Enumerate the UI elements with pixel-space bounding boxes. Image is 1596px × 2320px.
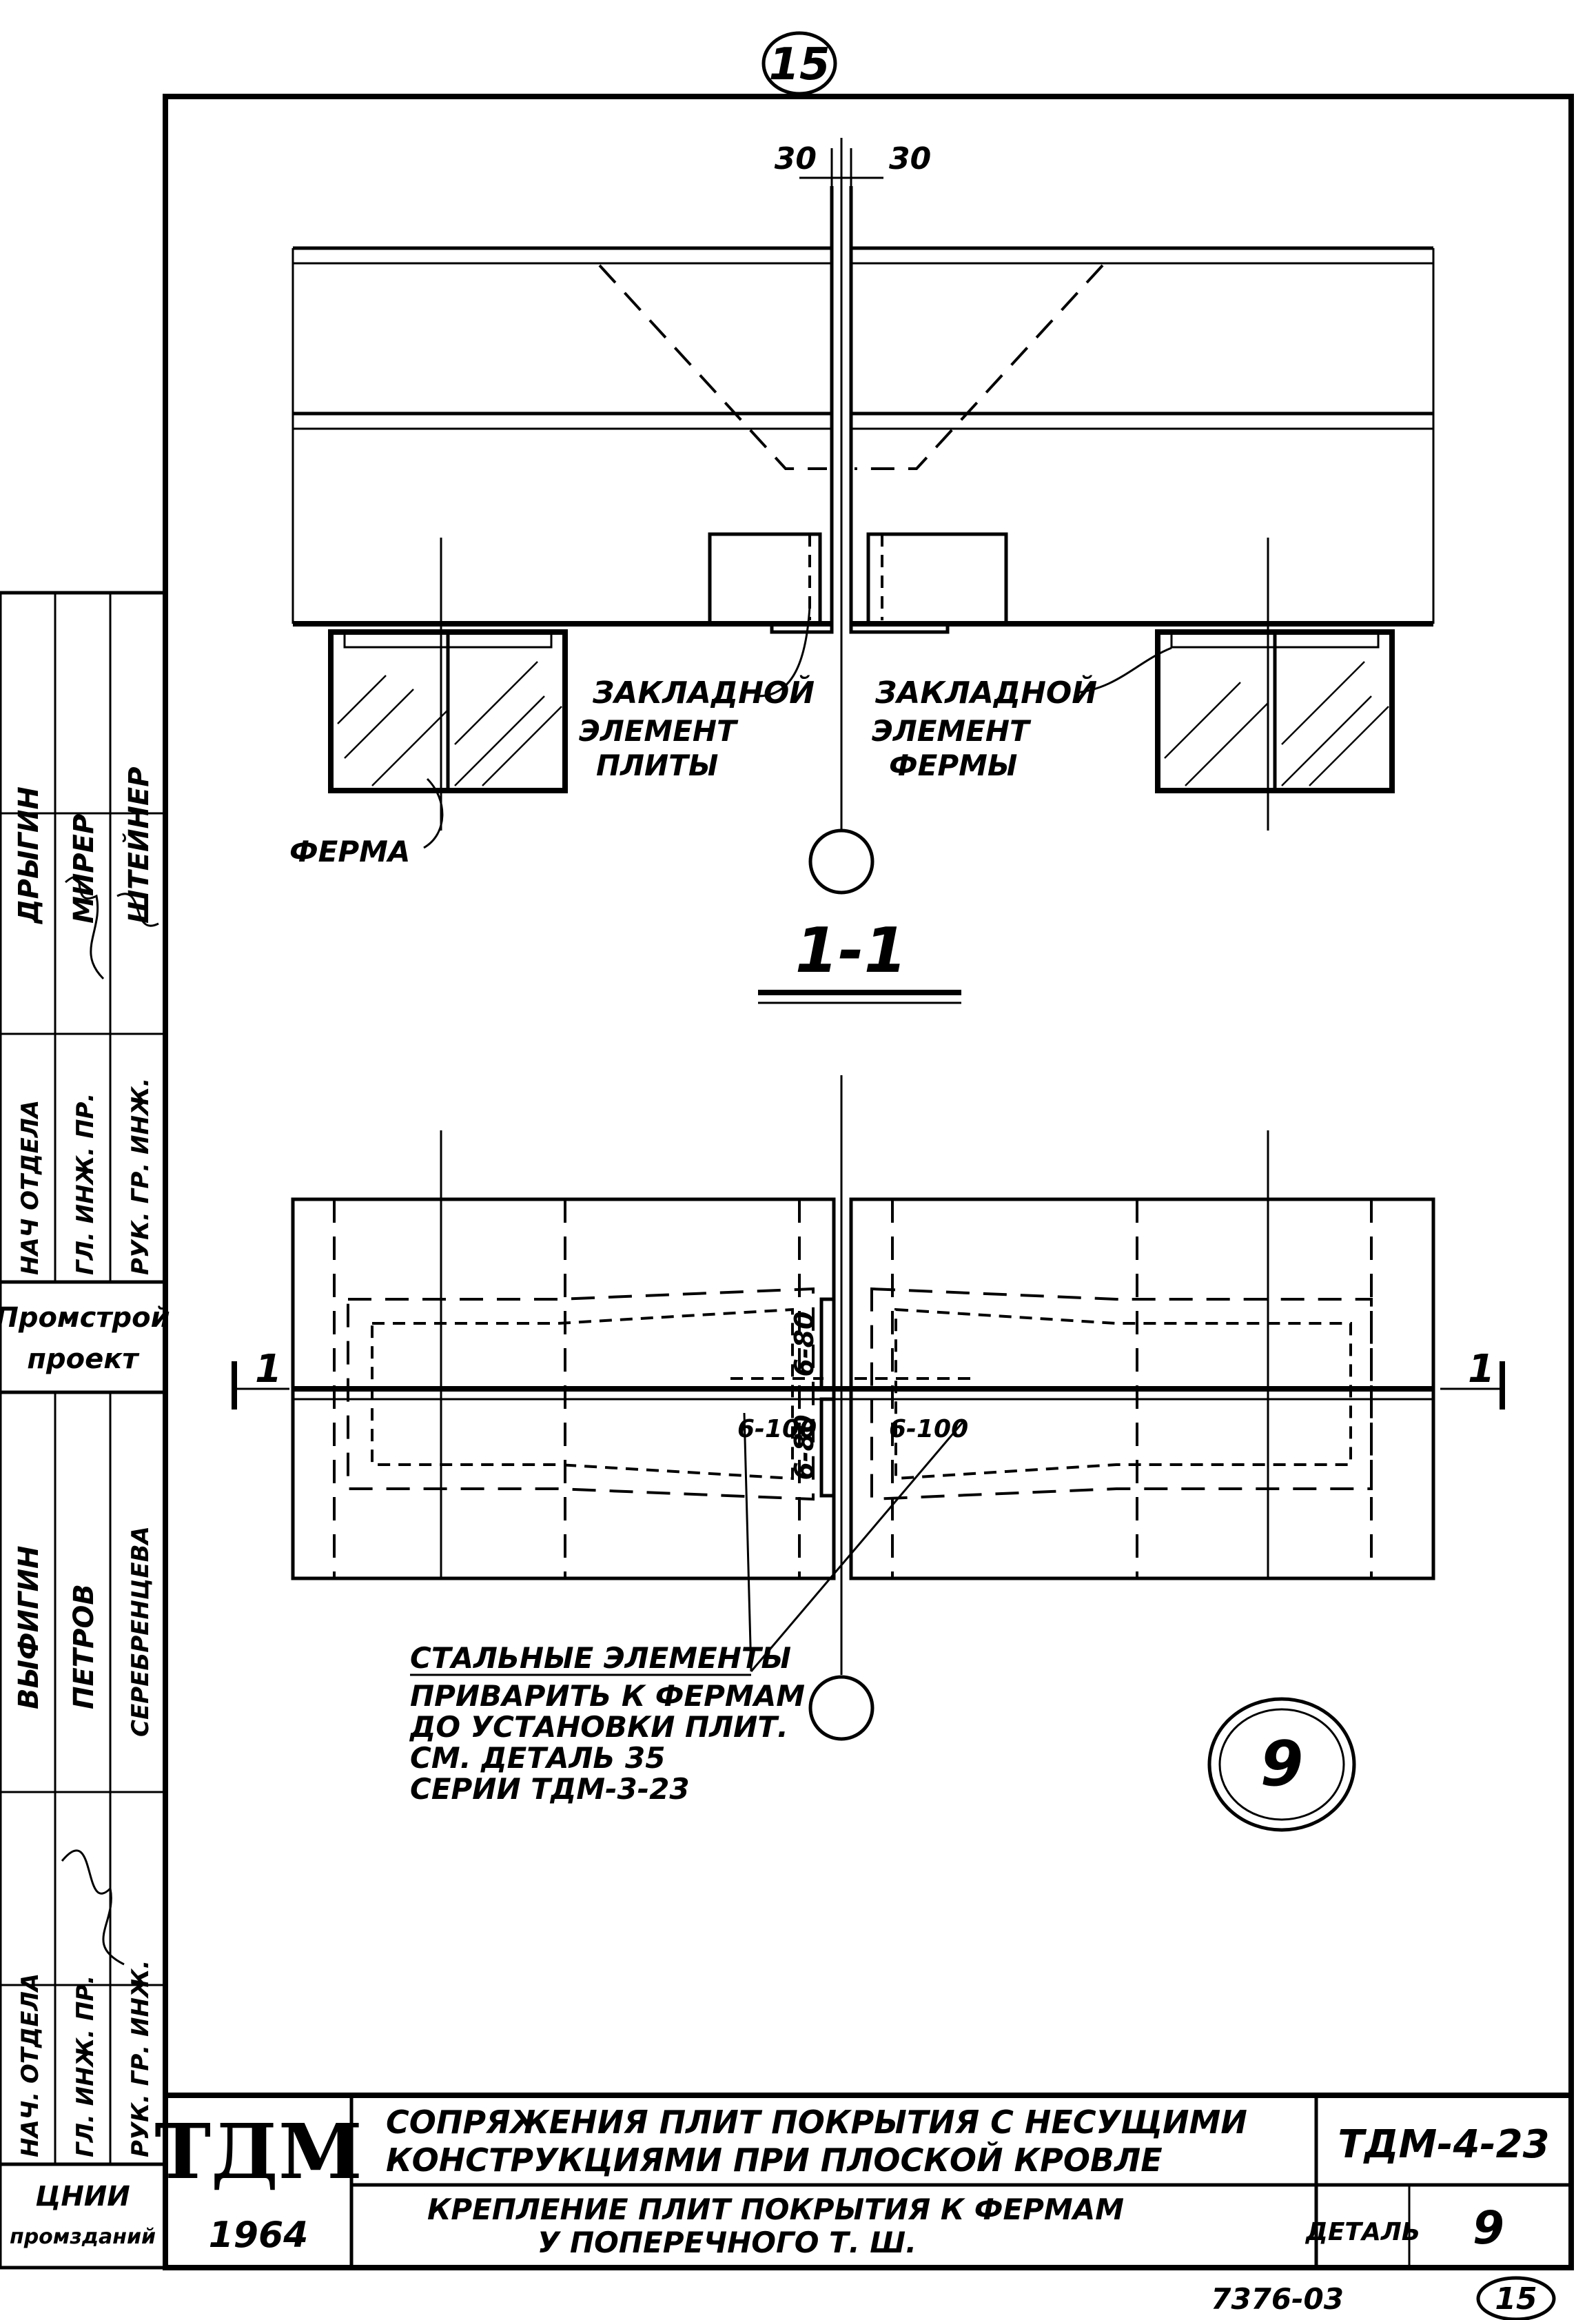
- svg-text:ДО УСТАНОВКИ ПЛИТ.: ДО УСТАНОВКИ ПЛИТ.: [409, 1710, 788, 1744]
- svg-text:ПРИВАРИТЬ К ФЕРМАМ: ПРИВАРИТЬ К ФЕРМАМ: [410, 1679, 805, 1713]
- stamp-role-1: НАЧ ОТДЕЛА: [17, 1100, 44, 1275]
- stamp-name-4: ВЫФИГИН: [13, 1545, 45, 1709]
- org-top-2: проект: [27, 1343, 140, 1375]
- section-title: 1-1: [795, 915, 908, 987]
- stamp-role-3: РУК. ГР. ИНЖ.: [127, 1078, 154, 1275]
- axis-bubble-bottom: [808, 1675, 874, 1741]
- weld-bottom: 6-80: [789, 1414, 819, 1480]
- title-line-2: КОНСТРУКЦИЯМИ ПРИ ПЛОСКОЙ КРОВЛЕ: [386, 2141, 1163, 2179]
- svg-text:ЗАКЛАДНОЙ: ЗАКЛАДНОЙ: [874, 674, 1097, 711]
- steel-elements-note: СТАЛЬНЫЕ ЭЛЕМЕНТЫ ПРИВАРИТЬ К ФЕРМАМ ДО …: [409, 1412, 966, 1806]
- label-truss: ФЕРМА: [289, 777, 444, 868]
- stamp-role-6: РУК. ГР. ИНЖ.: [127, 1960, 154, 2157]
- svg-text:СМ. ДЕТАЛЬ 35: СМ. ДЕТАЛЬ 35: [410, 1741, 665, 1775]
- year: 1964: [209, 2215, 309, 2256]
- svg-text:9: 9: [1260, 1728, 1304, 1800]
- svg-text:1: 1: [255, 1347, 282, 1392]
- svg-text:СЕРИИ ТДМ-3-23: СЕРИИ ТДМ-3-23: [410, 1772, 690, 1806]
- footer-sheet-number: 15: [1495, 2281, 1537, 2317]
- org-bottom-2: промзданий: [10, 2225, 156, 2249]
- footer: 7376-03 15: [1211, 2276, 1556, 2320]
- stamp-role-2: ГЛ. ИНЖ. ПР.: [72, 1093, 99, 1275]
- svg-text:ПЛИТЫ: ПЛИТЫ: [596, 749, 718, 782]
- subtitle-line-1: КРЕПЛЕНИЕ ПЛИТ ПОКРЫТИЯ К ФЕРМАМ: [427, 2192, 1124, 2226]
- axis-bubble-top: [808, 828, 874, 895]
- truss-left: [328, 538, 568, 831]
- weld-left: 6-100: [737, 1415, 817, 1443]
- side-stamp: ДРЫГИН МИРЕР ШТЕЙНЕР НАЧ ОТДЕЛА ГЛ. ИНЖ.…: [0, 591, 170, 2270]
- weld-top: 6-80: [789, 1311, 819, 1376]
- detail-label: ДЕТАЛЬ: [1305, 2218, 1420, 2246]
- title-block: ТДМ 1964 СОПРЯЖЕНИЯ ПЛИТ ПОКРЫТИЯ С НЕСУ…: [154, 2093, 1574, 2270]
- dim-right: 30: [889, 141, 931, 176]
- stamp-role-4: НАЧ. ОТДЕЛА: [17, 1973, 44, 2157]
- drawing-frame: [163, 94, 1574, 2270]
- dim-left: 30: [775, 141, 817, 176]
- cut-mark-right: 1: [1440, 1347, 1505, 1410]
- label-embed-slab: ЗАКЛАДНОЙ ЭЛЕМЕНТ ПЛИТЫ: [579, 606, 815, 782]
- svg-text:ФЕРМЫ: ФЕРМЫ: [889, 749, 1017, 782]
- label-embed-truss: ЗАКЛАДНОЙ ЭЛЕМЕНТ ФЕРМЫ: [872, 647, 1172, 782]
- detail-number: 9: [1473, 2201, 1504, 2255]
- stamp-name-3: ШТЕЙНЕР: [122, 766, 155, 924]
- weld-right: 6-100: [889, 1415, 968, 1443]
- svg-text:ФЕРМА: ФЕРМА: [289, 835, 410, 868]
- svg-text:ЭЛЕМЕНТ: ЭЛЕМЕНТ: [579, 714, 739, 748]
- svg-text:СТАЛЬНЫЕ ЭЛЕМЕНТЫ: СТАЛЬНЫЕ ЭЛЕМЕНТЫ: [410, 1641, 791, 1675]
- stamp-role-5: ГЛ. ИНЖ. ПР.: [72, 1975, 99, 2157]
- stamp-name-5: ПЕТРОВ: [68, 1584, 100, 1709]
- stamp-name-1: ДРЫГИН: [13, 786, 45, 925]
- title-line-1: СОПРЯЖЕНИЯ ПЛИТ ПОКРЫТИЯ С НЕСУЩИМИ: [386, 2104, 1247, 2141]
- sheet-number-text: 15: [768, 39, 830, 90]
- org-bottom-1: ЦНИИ: [35, 2181, 130, 2212]
- series-code: ТДМ-4-23: [1338, 2122, 1549, 2167]
- cut-mark-left: 1: [232, 1347, 289, 1410]
- svg-text:ЭЛЕМЕНТ: ЭЛЕМЕНТ: [872, 714, 1032, 748]
- stamp-name-2: МИРЕР: [68, 814, 100, 924]
- svg-text:ЗАКЛАДНОЙ: ЗАКЛАДНОЙ: [592, 674, 815, 711]
- subtitle-line-2: У ПОПЕРЕЧНОГО Т. Ш.: [538, 2226, 917, 2259]
- stamp-name-6: СЕРЕБРЕНЦЕВА: [127, 1526, 154, 1737]
- svg-text:1: 1: [1468, 1347, 1495, 1392]
- detail-number-circle: 9: [1207, 1697, 1356, 1832]
- logo-tdm: ТДМ: [154, 2107, 362, 2196]
- section-view: 30 30: [289, 138, 1435, 1004]
- doc-number: 7376-03: [1211, 2282, 1344, 2316]
- truss-right: [1155, 538, 1395, 831]
- plan-view: 6-80 6-80 6-100 6-100 1 1 СТАЛЬНЫЕ ЭЛЕМЕ…: [232, 1075, 1505, 1832]
- org-top-1: Промстрой: [0, 1302, 170, 1334]
- sheet-number-top: 15: [761, 31, 837, 96]
